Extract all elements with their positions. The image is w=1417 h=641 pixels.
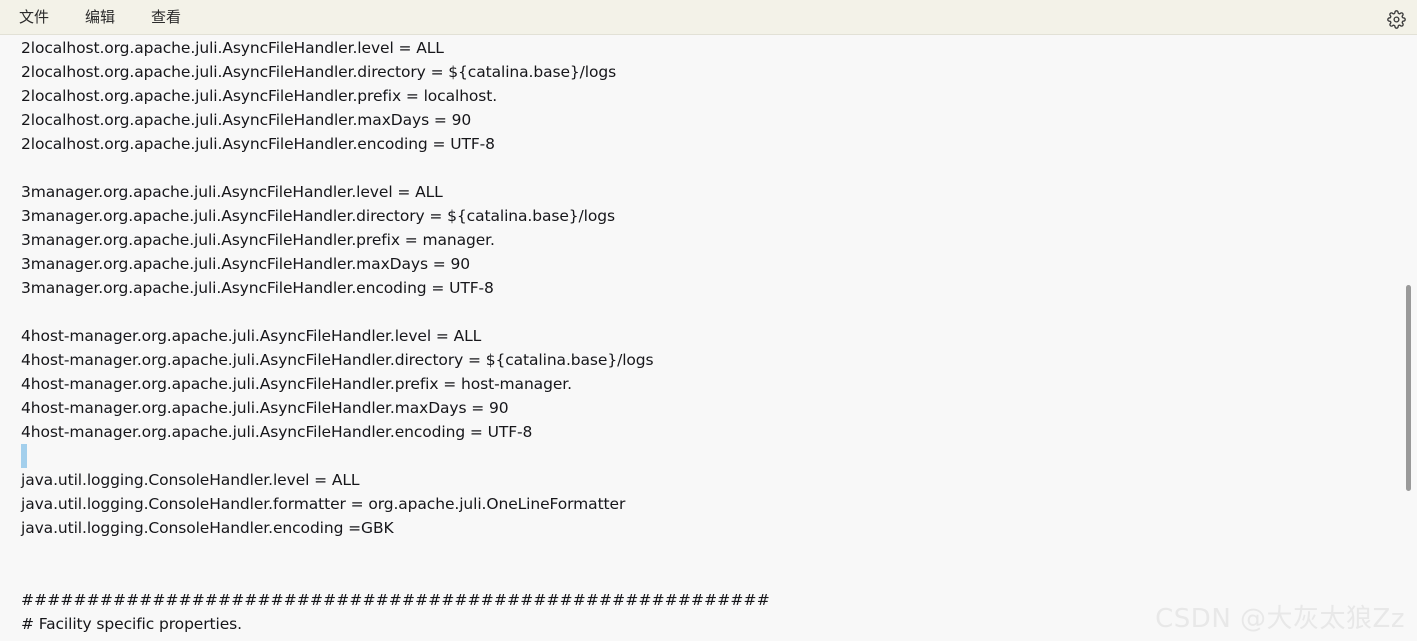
selected-text-line[interactable] — [21, 444, 27, 468]
text-line[interactable]: 2localhost.org.apache.juli.AsyncFileHand… — [21, 63, 617, 81]
menu-bar: 文件 编辑 查看 — [0, 0, 1417, 35]
text-line[interactable] — [21, 300, 26, 324]
text-line[interactable]: 3manager.org.apache.juli.AsyncFileHandle… — [21, 231, 495, 249]
text-line[interactable]: 4host-manager.org.apache.juli.AsyncFileH… — [21, 375, 572, 393]
menu-items-group: 文件 编辑 查看 — [18, 0, 182, 34]
text-line[interactable]: java.util.logging.ConsoleHandler.encodin… — [21, 519, 394, 537]
text-line[interactable]: 3manager.org.apache.juli.AsyncFileHandle… — [21, 255, 470, 273]
document-text[interactable]: 2localhost.org.apache.juli.AsyncFileHand… — [21, 36, 770, 636]
text-line[interactable]: ########################################… — [21, 591, 770, 609]
text-line[interactable]: 3manager.org.apache.juli.AsyncFileHandle… — [21, 183, 443, 201]
text-line[interactable]: java.util.logging.ConsoleHandler.level =… — [21, 471, 360, 489]
text-line[interactable]: # Facility specific properties. — [21, 615, 242, 633]
text-line[interactable]: 2localhost.org.apache.juli.AsyncFileHand… — [21, 39, 444, 57]
text-line[interactable]: 4host-manager.org.apache.juli.AsyncFileH… — [21, 423, 533, 441]
text-line[interactable]: 4host-manager.org.apache.juli.AsyncFileH… — [21, 327, 482, 345]
text-line[interactable]: 3manager.org.apache.juli.AsyncFileHandle… — [21, 207, 615, 225]
text-line[interactable]: java.util.logging.ConsoleHandler.formatt… — [21, 495, 626, 513]
text-line[interactable] — [21, 540, 26, 564]
settings-button[interactable] — [1385, 8, 1407, 30]
scrollbar-thumb[interactable] — [1406, 285, 1411, 491]
text-editor-area[interactable]: 2localhost.org.apache.juli.AsyncFileHand… — [0, 35, 1417, 641]
menu-item-edit[interactable]: 编辑 — [85, 8, 116, 26]
menu-item-view[interactable]: 查看 — [151, 8, 182, 26]
text-line[interactable]: 4host-manager.org.apache.juli.AsyncFileH… — [21, 351, 654, 369]
gear-icon — [1386, 9, 1406, 29]
text-line[interactable] — [21, 564, 26, 588]
text-line[interactable] — [21, 156, 26, 180]
text-line[interactable]: 4host-manager.org.apache.juli.AsyncFileH… — [21, 399, 509, 417]
text-line[interactable]: 3manager.org.apache.juli.AsyncFileHandle… — [21, 279, 494, 297]
text-line[interactable]: 2localhost.org.apache.juli.AsyncFileHand… — [21, 87, 498, 105]
menu-item-file[interactable]: 文件 — [19, 8, 50, 26]
text-line[interactable]: 2localhost.org.apache.juli.AsyncFileHand… — [21, 135, 495, 153]
vertical-scrollbar[interactable] — [1400, 35, 1417, 641]
text-line[interactable]: 2localhost.org.apache.juli.AsyncFileHand… — [21, 111, 472, 129]
